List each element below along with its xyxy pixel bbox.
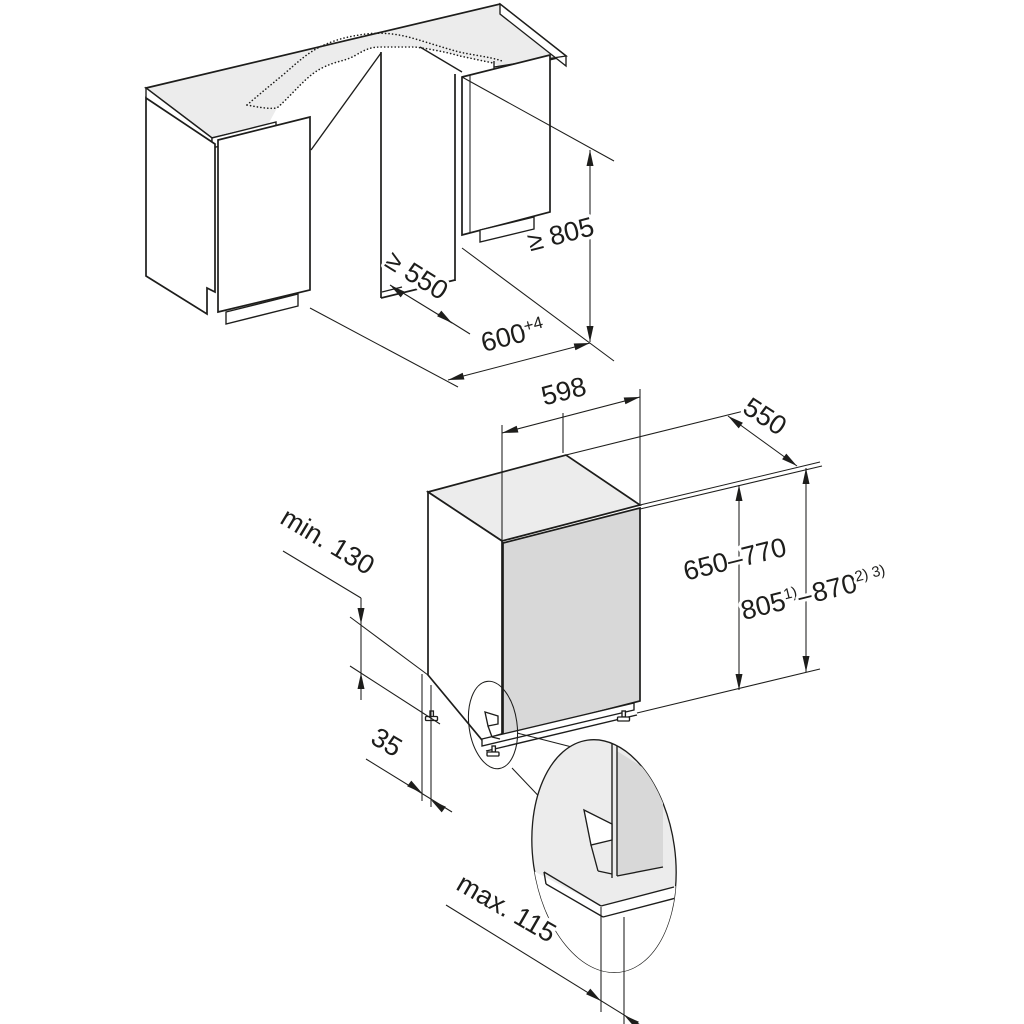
arrowhead [782,453,797,466]
worktop-cut-line-outer [246,32,503,106]
left-cabinet-side-panel [145,96,216,316]
dim-line [445,904,640,1024]
niche-floor-front-edge [380,279,456,299]
dim-side-clearance: 35 [363,674,453,813]
extension-line [461,76,615,162]
extension-line [349,665,441,725]
extension-line [349,616,429,676]
arrowhead [502,425,519,433]
right-base-cabinet [461,53,551,243]
niche-width-label: 600+4 [478,313,548,358]
niche-opening [310,46,463,299]
dim-line [447,342,591,381]
extension-line [461,247,615,362]
plinth-min-label: min. 130 [276,502,380,581]
detail-plinth-left-edge [543,871,602,907]
appliance-foot [486,745,500,757]
niche-depth-label: ≥ 550 [380,245,453,306]
detail-circle-small [467,680,519,770]
arrowhead [623,397,640,405]
extension-line-door-top [639,465,823,510]
dim-line [501,396,641,434]
dim-plinth-min: min. 130 [273,499,441,725]
arrowhead [586,150,594,166]
arrowhead [728,416,743,429]
arrowhead [437,310,452,323]
appliance-height-range-label: 650–770 [680,532,789,587]
dim-appliance-depth: 550 [565,389,798,467]
arrowhead [390,285,405,298]
appliance-door [502,506,641,738]
dim-niche-width: 600+4 [309,247,615,388]
arrowhead [624,1015,639,1024]
appliance-width-label: 598 [538,371,589,411]
toe-kick-notch [484,711,501,740]
niche-right-wall-top-edge [419,46,463,73]
niche-isometric-view: ≥ 550 600+4 ≥ 805 [144,2,615,388]
niche-floor-back-edge [381,286,403,293]
left-cabinet-plinth [225,293,299,325]
appliance-isometric-view: 598 550 650–770 8051)–8702) 3) [273,368,890,1024]
appliance-depth-label: 550 [738,392,792,442]
detail-door-section [617,751,663,876]
dim-appliance-height-total: 8051)–8702) 3) [735,468,890,672]
detail-door-bottom-edge [616,866,664,877]
arrowhead [586,988,601,1001]
arrowhead [735,485,743,501]
extension-line-top-front [639,461,821,506]
arrowhead [735,674,743,690]
arrowhead [448,372,465,380]
extension-line [565,409,749,456]
detail-plinth-top-edge [600,886,675,907]
detail-notch-edge [590,844,599,872]
right-cabinet-plinth [479,216,535,243]
detail-view-large [517,739,682,982]
extension-line [309,307,459,388]
arrowhead [586,326,594,342]
left-cabinet-door [217,115,311,314]
arrowhead [573,343,590,351]
arrowhead [802,656,810,672]
arrowhead [357,608,365,624]
appliance-foot [616,710,631,722]
detail-notch-edge [597,870,613,875]
appliance-height-total-label: 8051)–8702) 3) [738,561,890,626]
appliance-base-bottom-edge [485,714,638,752]
left-base-cabinet [145,96,311,325]
right-cabinet-front [461,53,551,237]
arrowhead [431,800,446,813]
appliance-base-rail [481,702,635,747]
niche-left-wall-top-edge [310,52,382,151]
detail-toe-kick-notch [583,808,613,846]
worktop-right-end-face [499,2,567,68]
detail-plinth-left-edge [545,883,604,918]
arrowhead [357,673,365,689]
leader-line [282,550,362,599]
niche-height-label: ≥ 805 [524,211,597,257]
detail-plinth-cap [543,871,547,885]
extension-line-bottom [636,668,821,714]
detail-plinth-bottom-edge [602,897,677,918]
arrowhead [802,468,810,484]
arrowhead [407,780,422,793]
side-clearance-label: 35 [366,722,407,763]
